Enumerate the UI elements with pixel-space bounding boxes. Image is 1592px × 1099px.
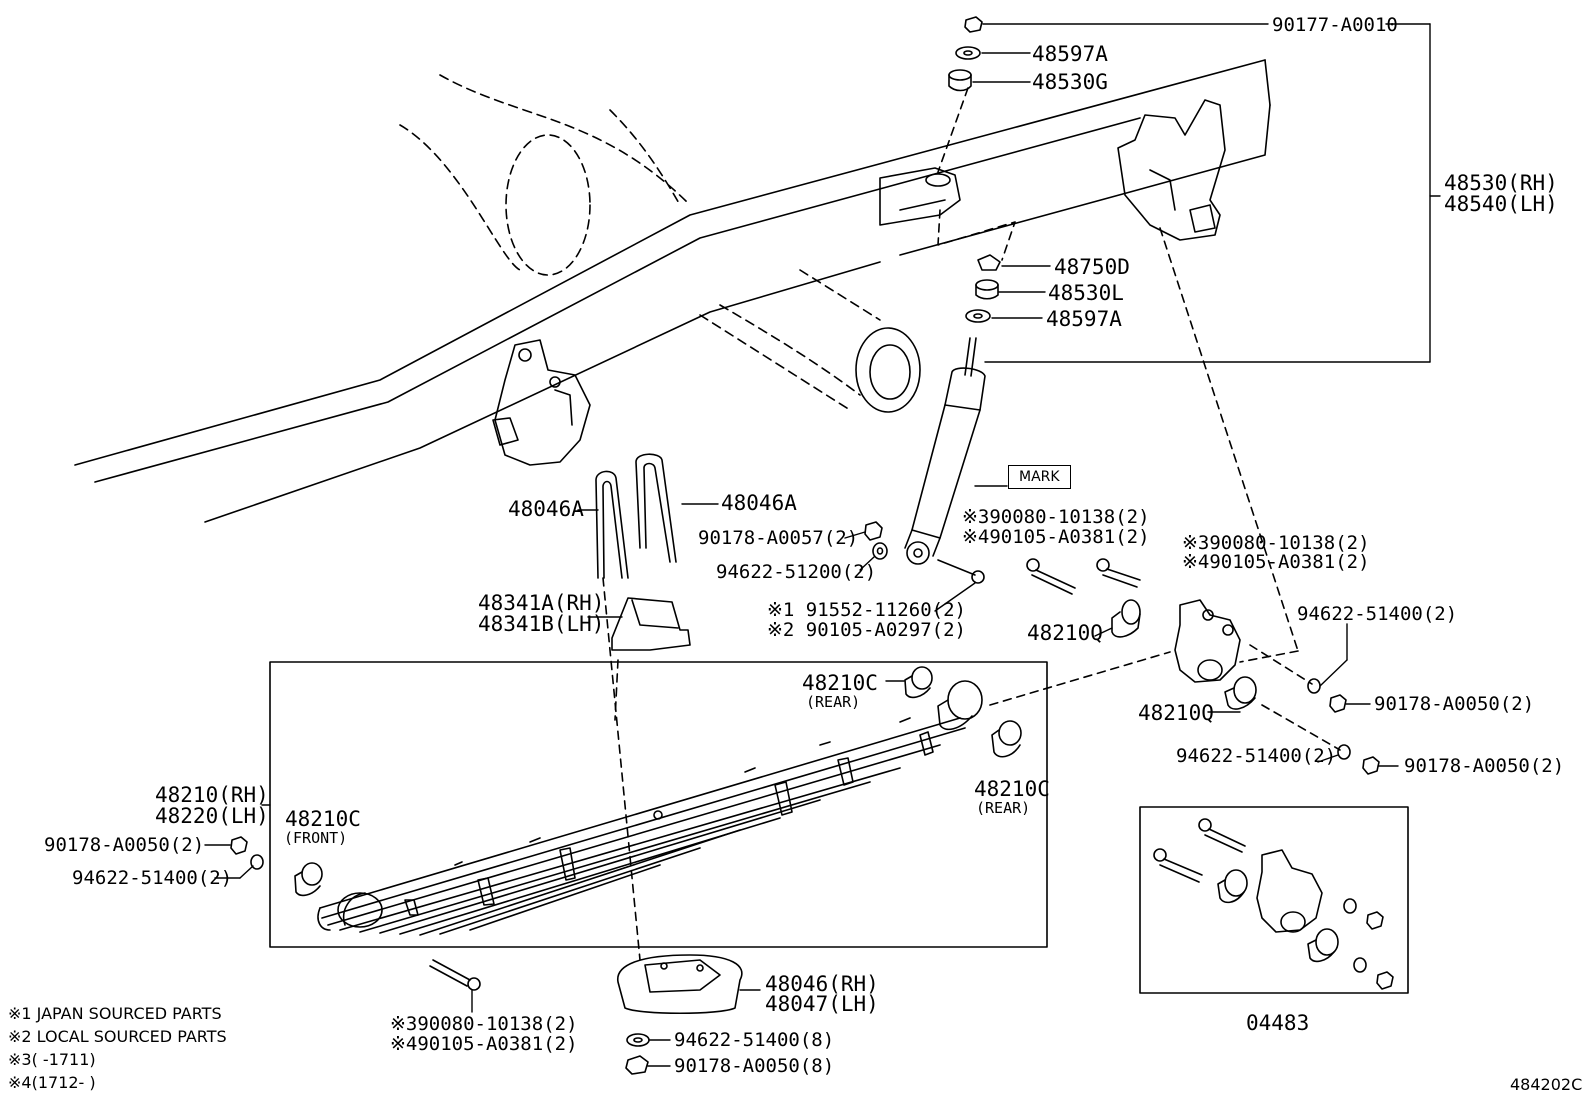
- washer-lower: [965, 309, 991, 323]
- label-rear-top: (REAR): [806, 693, 861, 711]
- label-bolt-b2: ※490105-A0381(2): [1182, 551, 1370, 573]
- plate-nut: [625, 1055, 649, 1075]
- bushing-c-front: [294, 862, 323, 897]
- label-cushion-top: 48530G: [1032, 70, 1108, 94]
- axle-housing: [399, 74, 881, 411]
- bottom-bolt: [429, 959, 481, 991]
- diagram-code: 484202C: [1510, 1075, 1583, 1094]
- label-absorber-lh: 48540(LH): [1444, 192, 1558, 216]
- spring-eye-rear: [937, 680, 983, 731]
- rear-spring-hanger: [1117, 99, 1226, 241]
- label-bolt-b1: ※390080-10138(2): [1182, 532, 1370, 554]
- label-bumper-lh: 48341B(LH): [478, 612, 605, 636]
- label-retainer: 48750D: [1054, 255, 1130, 279]
- u-bolt-left: [595, 470, 629, 579]
- bushing-c-right: [991, 720, 1022, 758]
- washer-r1: [1307, 678, 1321, 694]
- label-washer-plate: 94622-51400(8): [674, 1029, 835, 1051]
- label-spring-lh: 48220(LH): [155, 804, 269, 828]
- ubolt-nut: [864, 521, 883, 541]
- label-bolt-a1: ※390080-10138(2): [962, 506, 1150, 528]
- shackle-plate: [1174, 599, 1241, 683]
- shock-absorber: [904, 337, 986, 565]
- nut-top: [964, 16, 983, 33]
- label-ubolt-left: 48046A: [508, 497, 584, 521]
- label-cushion-low: 48530L: [1048, 281, 1124, 305]
- label-bolt-japan: ※1 91552-11260(2): [767, 599, 966, 621]
- leaf-spring-frame: [269, 661, 1048, 948]
- label-rear-right: (REAR): [976, 799, 1031, 817]
- label-bushing-c-front: 48210C: [285, 807, 361, 831]
- label-nut-ubolt: 90178-A0057(2): [698, 527, 859, 549]
- label-bushing-c-top: 48210C: [802, 671, 878, 695]
- label-bushing-c-right: 48210C: [974, 777, 1050, 801]
- label-bushing-q1: 48210Q: [1027, 621, 1103, 645]
- bump-stopper: [611, 597, 691, 651]
- shackle-bolt-a: [1026, 558, 1076, 595]
- label-washer-top: 48597A: [1032, 42, 1108, 66]
- dashed-guides: [602, 87, 1341, 961]
- label-absorber-rh: 48530(RH): [1444, 171, 1558, 195]
- label-spring-rh: 48210(RH): [155, 783, 269, 807]
- label-front-text: (FRONT): [284, 829, 348, 847]
- label-bumper-rh: 48341A(RH): [478, 591, 605, 615]
- front-spring-hanger: [492, 339, 591, 466]
- label-bolt-c2: ※490105-A0381(2): [390, 1033, 578, 1055]
- label-bushing-q2: 48210Q: [1138, 701, 1214, 725]
- nut-front: [230, 836, 248, 855]
- bushing-q1: [1111, 599, 1141, 638]
- u-bolt-right: [635, 453, 677, 563]
- washer-r2: [1337, 744, 1351, 760]
- note-local: ※2 LOCAL SOURCED PARTS: [8, 1027, 227, 1046]
- note-japan: ※1 JAPAN SOURCED PARTS: [8, 1004, 222, 1023]
- note-date-range-3: ※3( -1711): [8, 1050, 96, 1069]
- spring-plate: [617, 954, 743, 1015]
- spring-eye-front: [337, 892, 383, 928]
- cushion-top: [948, 69, 972, 92]
- label-bolt-local: ※2 90105-A0297(2): [767, 619, 966, 641]
- label-nut-front: 90178-A0050(2): [44, 834, 205, 856]
- bushing-c-top: [904, 666, 933, 699]
- ubolt-washer: [872, 542, 888, 560]
- shackle-bolt-b: [1096, 558, 1141, 588]
- mark-callout: MARK: [1008, 465, 1071, 489]
- nut-r1: [1329, 694, 1347, 713]
- label-plate-lh: 48047(LH): [765, 992, 879, 1016]
- spring-clips: [404, 717, 934, 916]
- shock-upper-mount: [879, 167, 961, 226]
- label-bolt-c1: ※390080-10138(2): [390, 1013, 578, 1035]
- washer-front: [250, 854, 264, 870]
- frame-rail: [74, 59, 1271, 523]
- label-nut-r2: 90178-A0050(2): [1404, 755, 1565, 777]
- kit-contents: [1153, 818, 1394, 990]
- note-date-range-4: ※4(1712- ): [8, 1073, 96, 1092]
- cushion-lower: [975, 279, 999, 300]
- retainer-part: [977, 254, 1001, 271]
- leader-lines: [204, 23, 1441, 1067]
- label-kit: 04483: [1246, 1011, 1310, 1035]
- plate-washer: [626, 1033, 650, 1047]
- leaf-spring: [317, 717, 966, 936]
- label-nut-top: 90177-A0010: [1272, 14, 1398, 36]
- axle-tube-end: [855, 327, 921, 413]
- label-nut-plate: 90178-A0050(8): [674, 1055, 835, 1077]
- bushing-q2: [1224, 676, 1257, 710]
- washer-top: [955, 46, 981, 60]
- label-washer-r2: 94622-51400(2): [1176, 745, 1337, 767]
- label-washer-ubolt: 94622-51200(2): [716, 561, 877, 583]
- label-plate-rh: 48046(RH): [765, 972, 879, 996]
- label-washer-r1: 94622-51400(2): [1297, 603, 1458, 625]
- label-ubolt-right: 48046A: [721, 491, 797, 515]
- label-bolt-a2: ※490105-A0381(2): [962, 526, 1150, 548]
- label-washer-front: 94622-51400(2): [72, 867, 233, 889]
- shock-bolt: [937, 559, 985, 584]
- label-nut-r1: 90178-A0050(2): [1374, 693, 1535, 715]
- kit-frame: [1139, 806, 1409, 994]
- nut-r2: [1362, 756, 1380, 775]
- label-washer-low: 48597A: [1046, 307, 1122, 331]
